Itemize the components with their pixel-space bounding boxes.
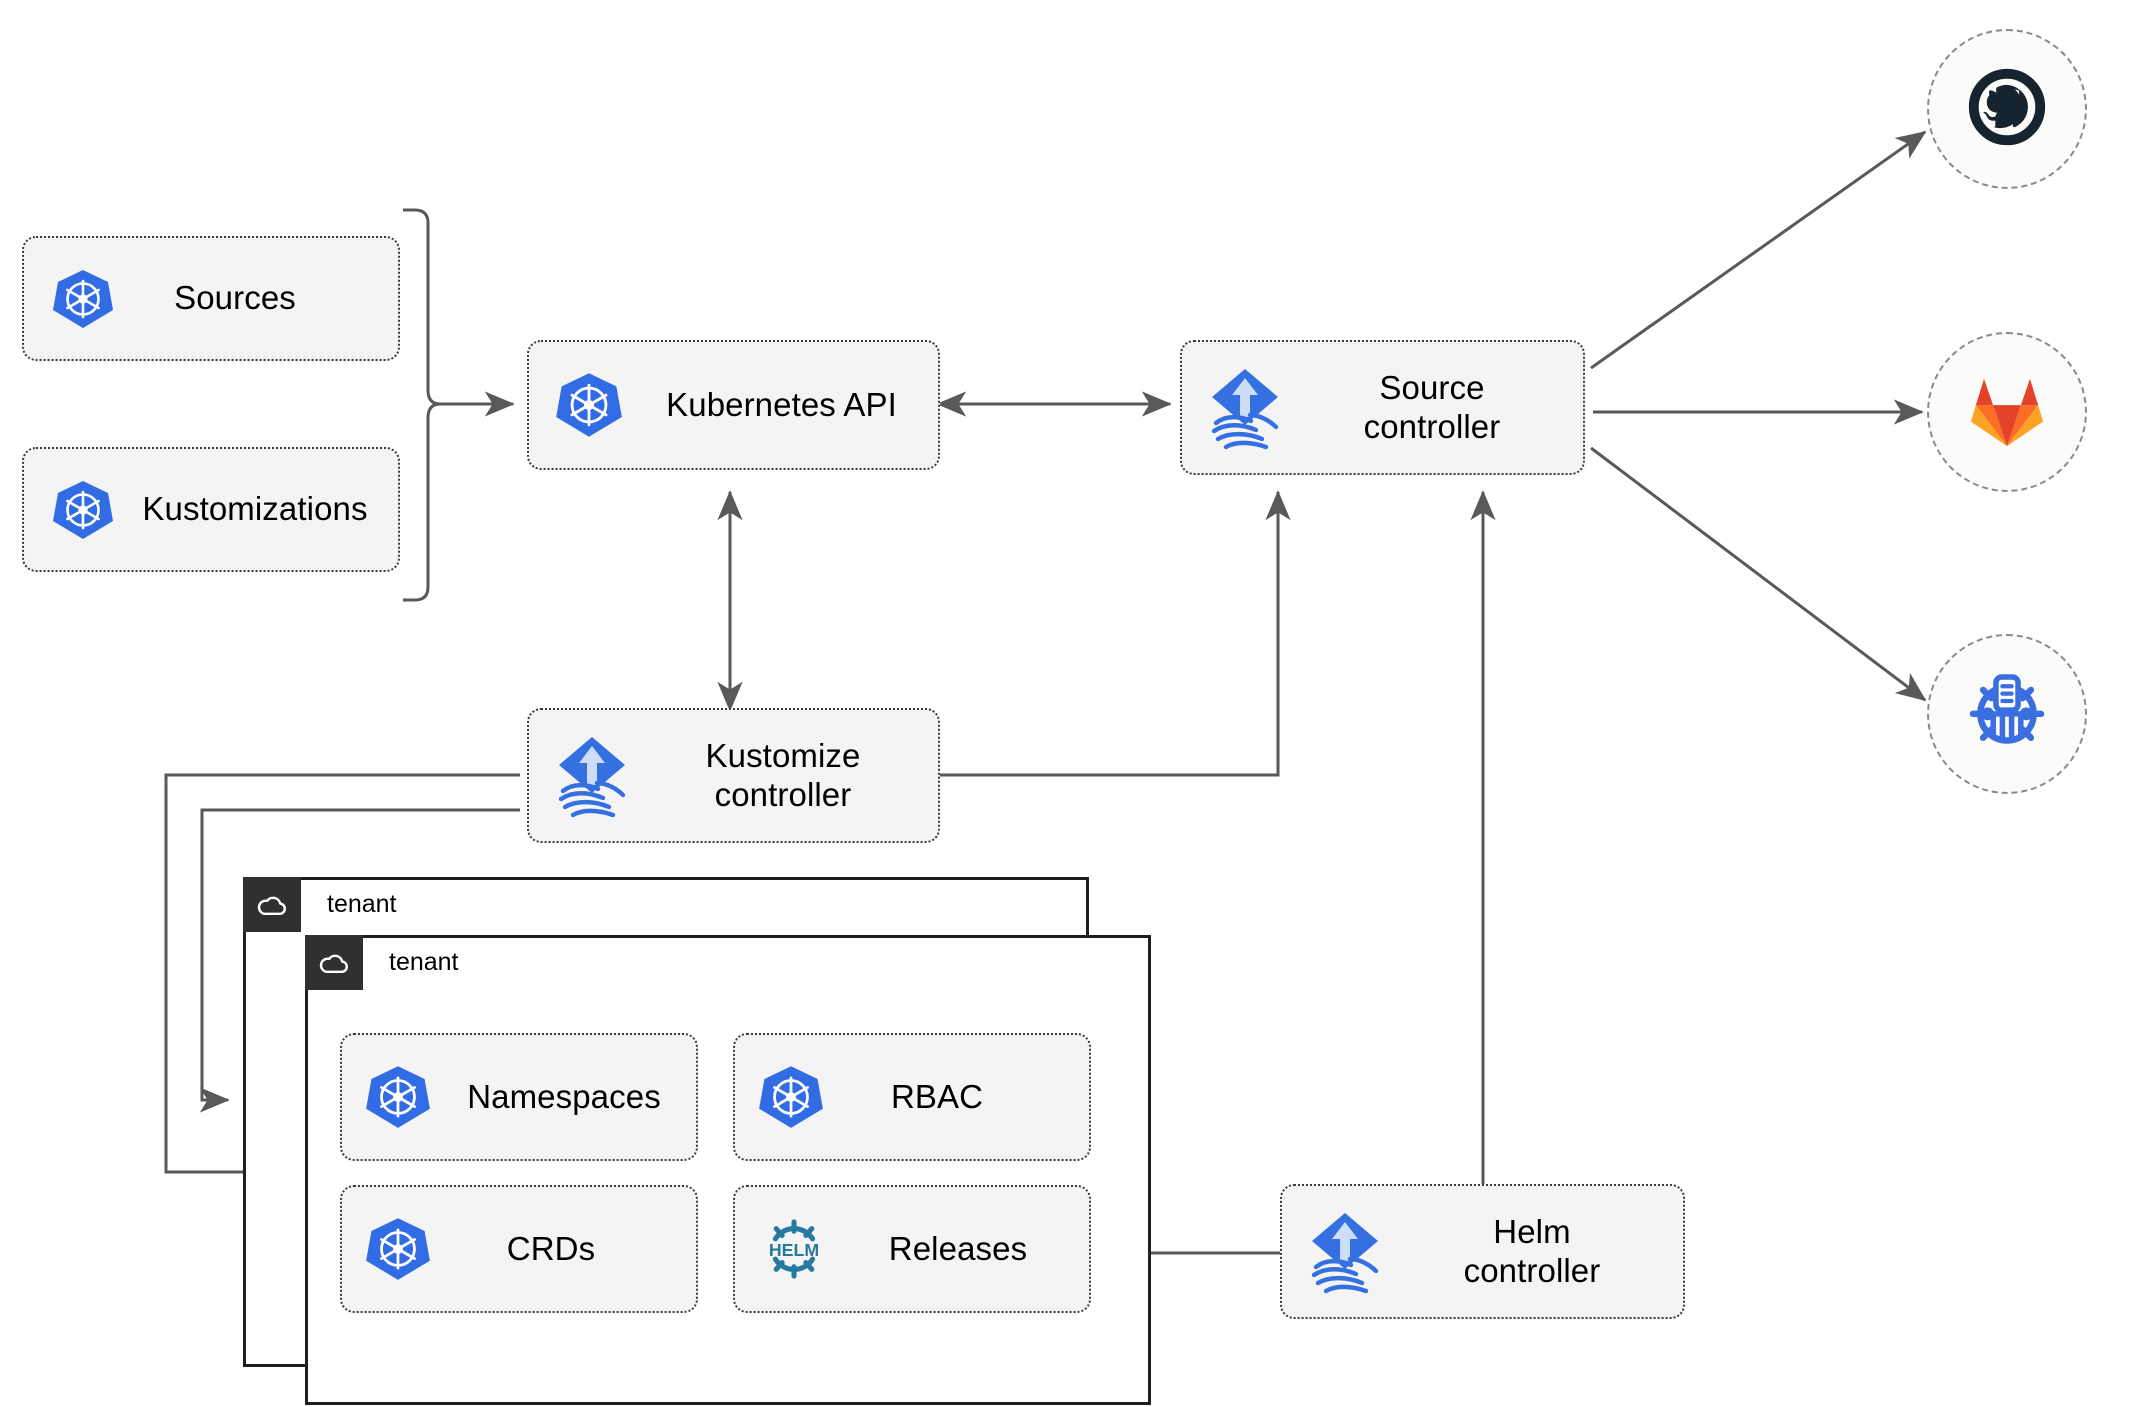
node-label: Kustomize controller — [705, 736, 861, 813]
node-kubernetes-api[interactable]: Kubernetes API — [527, 340, 940, 470]
node-label: Releases — [888, 1229, 1028, 1267]
node-kustomizations[interactable]: Kustomizations — [22, 447, 400, 572]
node-label: CRDs — [506, 1229, 596, 1267]
flux-icon — [1282, 1209, 1407, 1295]
node-helm-controller[interactable]: Helm controller — [1280, 1184, 1685, 1319]
tenant-label-inner: tenant — [389, 948, 459, 976]
gitlab-icon — [1966, 370, 2048, 455]
node-label: Source controller — [1363, 368, 1501, 445]
provider-helm-repository[interactable] — [1927, 634, 2087, 794]
tenant-container-inner: tenant — [305, 935, 1151, 1405]
tenant-label-outer: tenant — [327, 890, 397, 918]
node-label: Namespaces — [467, 1077, 661, 1115]
cloud-icon — [243, 877, 301, 932]
kubernetes-icon — [342, 1215, 454, 1283]
node-label: RBAC — [890, 1077, 984, 1115]
github-icon — [1963, 63, 2051, 156]
kubernetes-icon — [24, 478, 142, 542]
node-rbac[interactable]: RBAC — [733, 1033, 1091, 1161]
node-label: Helm controller — [1463, 1212, 1601, 1289]
cloud-icon — [305, 935, 363, 990]
tenant-header-inner: tenant — [305, 935, 459, 990]
flux-icon — [529, 733, 654, 819]
node-label: Kustomizations — [142, 490, 368, 528]
helm-chart-repository-icon — [1961, 666, 2053, 763]
kubernetes-icon — [735, 1063, 847, 1131]
node-namespaces[interactable]: Namespaces — [340, 1033, 698, 1161]
kubernetes-icon — [342, 1063, 454, 1131]
kubernetes-icon — [529, 370, 649, 440]
node-sources[interactable]: Sources — [22, 236, 400, 361]
provider-gitlab[interactable] — [1927, 332, 2087, 492]
provider-github[interactable] — [1927, 29, 2087, 189]
node-label: Sources — [174, 279, 296, 317]
flux-icon — [1182, 365, 1307, 451]
helm-wordmark: HELM — [769, 1240, 819, 1260]
kubernetes-icon — [24, 267, 142, 331]
node-crds[interactable]: CRDs — [340, 1185, 698, 1313]
node-source-controller[interactable]: Source controller — [1180, 340, 1585, 475]
tenant-header-outer: tenant — [243, 877, 397, 932]
node-label: Kubernetes API — [666, 385, 897, 423]
helm-icon: HELM — [735, 1216, 853, 1282]
node-releases[interactable]: HELM Releases — [733, 1185, 1091, 1313]
node-kustomize-controller[interactable]: Kustomize controller — [527, 708, 940, 843]
